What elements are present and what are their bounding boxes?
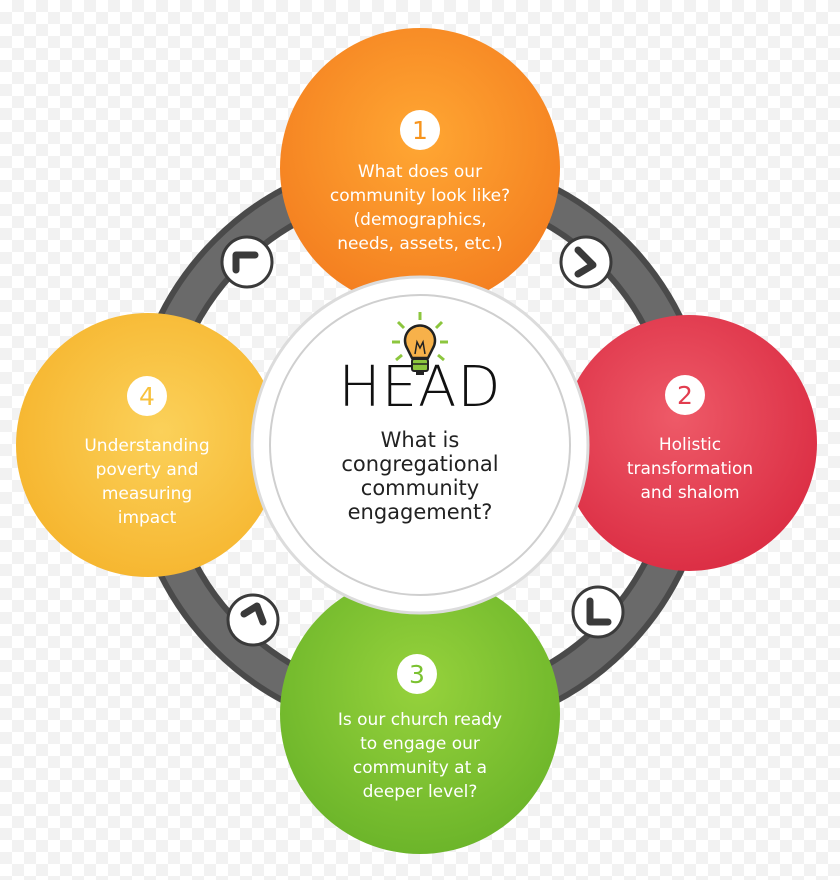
step-4-line: impact — [117, 508, 177, 528]
step-3-line: to engage our — [360, 734, 480, 754]
step-1-circle — [280, 28, 560, 308]
arrow-badge-bottom-left — [226, 593, 280, 647]
step-2-circle — [561, 315, 817, 571]
step-3-line: deeper level? — [362, 782, 478, 802]
center-subtitle-line: congregational — [341, 452, 499, 476]
step-1-line: What does our — [357, 162, 483, 182]
center-subtitle-line: engagement? — [347, 500, 493, 524]
step-2-line: Holistic — [658, 435, 722, 455]
step-1-line: needs, assets, etc.) — [337, 234, 503, 254]
step-1-line: community look like? — [329, 186, 511, 206]
center-circle-inner — [269, 294, 571, 596]
step-4-circle — [16, 313, 280, 577]
step-1-line: (demographics, — [353, 210, 487, 230]
step-1-text: What does our community look like? (demo… — [310, 160, 530, 256]
chevron-arrow-icon — [240, 602, 267, 626]
arrow-badge-top-left — [220, 235, 274, 289]
arrow-badge-bottom-right — [571, 585, 625, 639]
step-3-line: community at a — [352, 758, 488, 778]
step-3-text: Is our church ready to engage our commun… — [305, 708, 535, 804]
step-1-number: 1 — [400, 110, 440, 150]
step-2-text: Holistic transformation and shalom — [615, 433, 765, 505]
step-4-line: poverty and — [95, 460, 199, 480]
step-3-line: Is our church ready — [337, 710, 503, 730]
step-4-number: 4 — [127, 376, 167, 416]
center-subtitle: What is congregational community engagem… — [300, 428, 540, 524]
step-2-number: 2 — [665, 375, 705, 415]
chevron-arrow-icon — [232, 251, 259, 274]
step-3-circle — [280, 574, 560, 854]
arrow-badge-top-right — [559, 235, 613, 289]
step-4-line: Understanding — [84, 436, 210, 456]
center-subtitle-line: What is — [380, 428, 460, 452]
step-4-text: Understanding poverty and measuring impa… — [62, 434, 232, 530]
center-subtitle-line: community — [360, 476, 480, 500]
step-3-number: 3 — [397, 654, 437, 694]
step-4-line: measuring — [101, 484, 193, 504]
chevron-arrow-icon — [574, 246, 597, 278]
center-title: HEAD — [338, 355, 502, 420]
step-2-line: transformation — [626, 459, 754, 479]
lightbulb-icon — [392, 312, 448, 375]
step-2-line: and shalom — [640, 483, 740, 503]
chevron-arrow-icon — [586, 597, 612, 626]
